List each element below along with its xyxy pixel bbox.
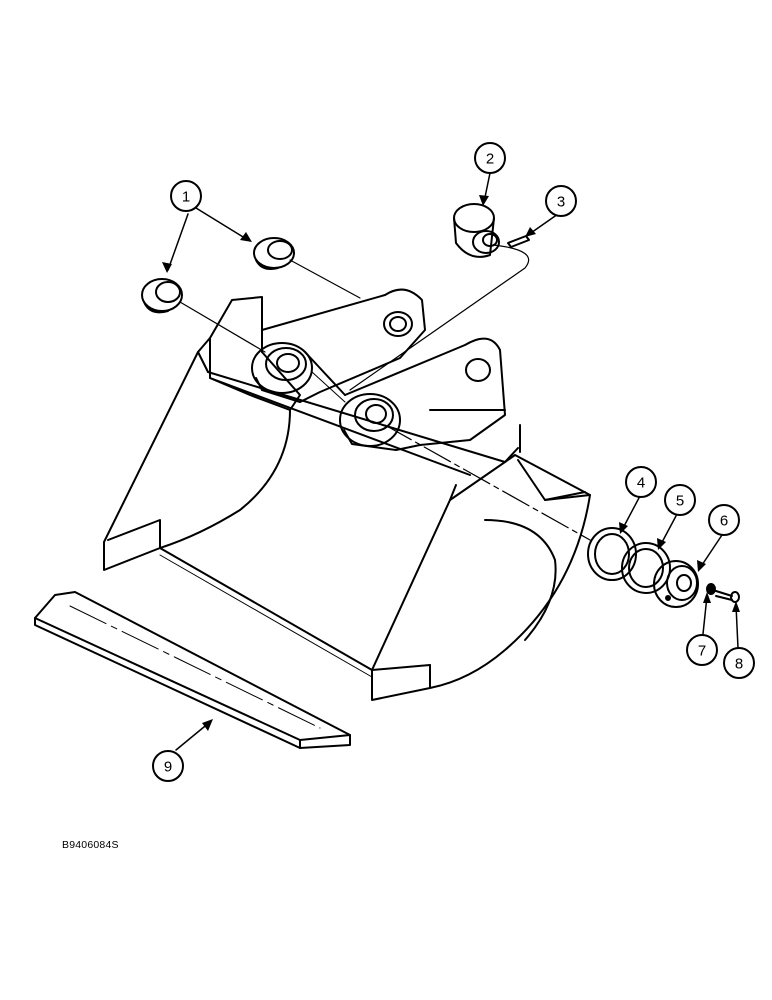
boss-left <box>251 342 313 403</box>
cap-screw <box>715 590 740 603</box>
svg-text:5: 5 <box>676 493 684 510</box>
shim <box>587 527 637 581</box>
callout-1: 1 <box>170 180 202 212</box>
cutting-edge <box>34 591 351 749</box>
lock-washer <box>706 583 716 595</box>
retaining-plate <box>653 560 699 608</box>
figure-code: B9406084S <box>62 839 119 851</box>
callout-9: 9 <box>152 750 184 782</box>
svg-text:3: 3 <box>557 194 565 211</box>
boss-right <box>339 393 401 451</box>
hinge-bracket-right <box>344 337 506 451</box>
pin-bushing <box>453 203 500 258</box>
callouts: 1 2 3 4 5 6 7 8 <box>152 142 755 782</box>
svg-text:7: 7 <box>698 643 706 660</box>
bushing-upper <box>253 237 295 270</box>
svg-text:8: 8 <box>735 656 743 673</box>
arrowheads <box>162 195 740 731</box>
callout-8: 8 <box>723 647 755 679</box>
callout-6: 6 <box>708 504 740 536</box>
callout-leaders <box>167 172 739 751</box>
svg-text:4: 4 <box>637 475 645 492</box>
cross-tube <box>304 351 346 396</box>
callout-7: 7 <box>686 634 718 666</box>
svg-text:9: 9 <box>164 759 172 776</box>
assembly-lines <box>179 244 591 541</box>
svg-text:2: 2 <box>486 151 494 168</box>
svg-text:6: 6 <box>720 513 728 530</box>
hinge-bracket-left <box>261 288 426 403</box>
callout-5: 5 <box>664 484 696 516</box>
roll-pin <box>507 235 530 248</box>
shim-ring <box>621 542 671 594</box>
callout-4: 4 <box>625 466 657 498</box>
svg-text:1: 1 <box>182 189 190 206</box>
callout-3: 3 <box>545 185 577 217</box>
cross-tube-inner <box>311 371 346 403</box>
bushing-lower <box>141 278 183 314</box>
callout-2: 2 <box>474 142 506 174</box>
